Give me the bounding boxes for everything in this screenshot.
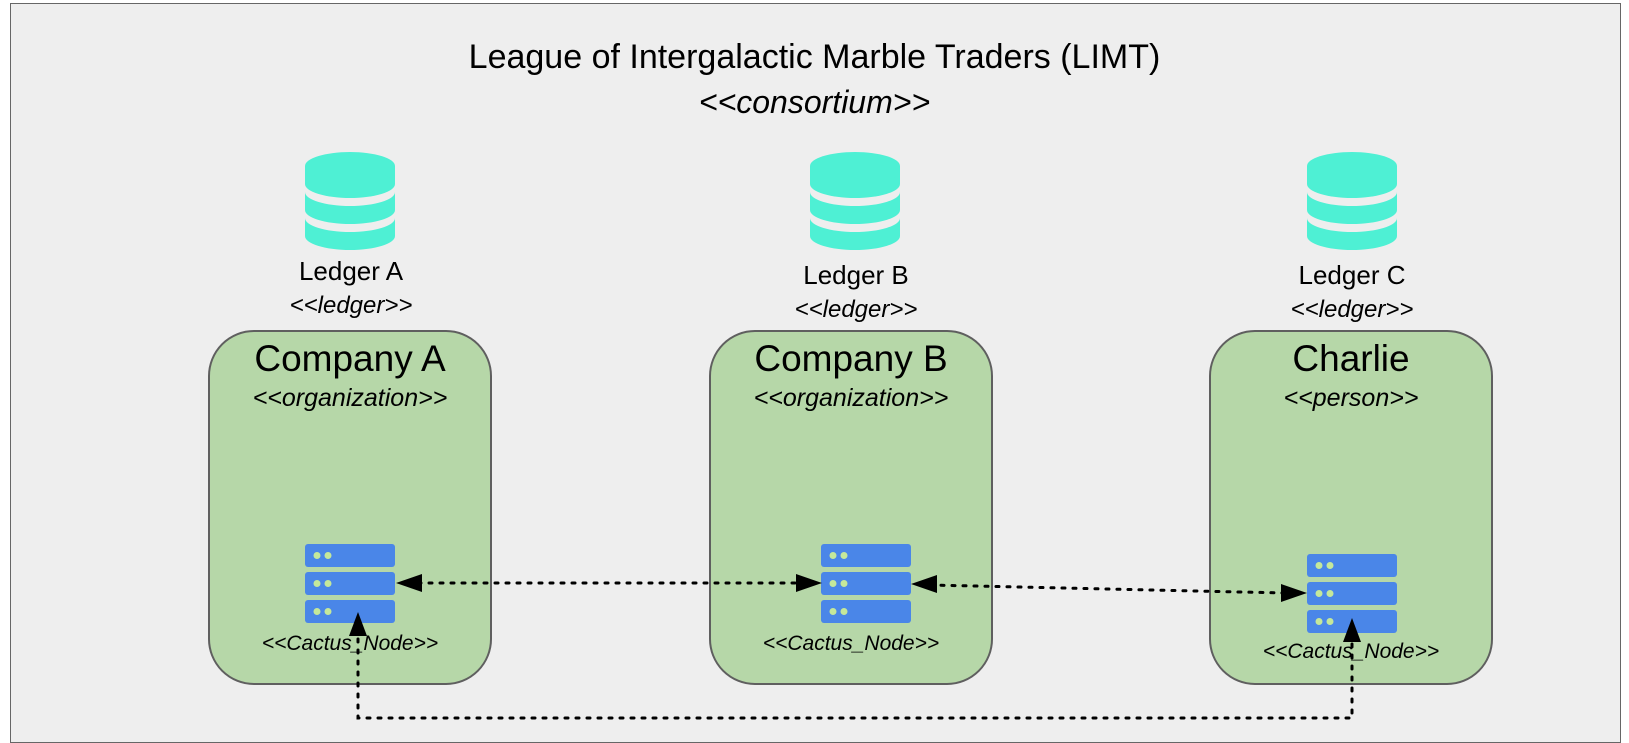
arrowhead-b-from-a <box>796 574 822 592</box>
arrowhead-c-from-b <box>1281 584 1307 602</box>
arrowhead-a-from-b <box>396 574 422 592</box>
member-a-name: Company A <box>254 338 446 379</box>
node-a-server-icon <box>305 544 395 623</box>
ledger-b-stereotype: <<ledger>> <box>794 296 918 323</box>
node-c-label: <<Cactus_Node>> <box>1262 640 1440 663</box>
ledger-a-database-icon <box>305 152 395 250</box>
consortium-title: League of Intergalactic Marble Traders (… <box>468 38 1161 76</box>
ledger-b-database-icon <box>810 152 900 250</box>
node-b-label: <<Cactus_Node>> <box>762 632 940 655</box>
member-b-stereotype: <<organization>> <box>753 384 949 412</box>
node-a-label: <<Cactus_Node>> <box>261 632 439 655</box>
ledger-b-name: Ledger B <box>803 260 909 290</box>
arrowhead-b-from-c <box>911 575 937 593</box>
ledger-c-database-icon <box>1307 152 1397 250</box>
member-b-name: Company B <box>754 338 948 379</box>
member-c-name: Charlie <box>1292 338 1410 379</box>
arrowhead-a-from-c <box>349 612 367 636</box>
member-box-company-b <box>709 330 993 685</box>
ledger-c-name: Ledger C <box>1298 260 1406 290</box>
member-box-company-a <box>208 330 492 685</box>
ledger-c-stereotype: <<ledger>> <box>1290 296 1414 323</box>
connector-a-c <box>356 626 1354 720</box>
connector-b-c <box>928 583 1287 595</box>
consortium-stereotype: <<consortium>> <box>698 84 931 120</box>
ledger-a-name: Ledger A <box>298 256 404 286</box>
member-a-stereotype: <<organization>> <box>252 384 448 412</box>
node-b-server-icon <box>821 544 911 623</box>
ledger-a-stereotype: <<ledger>> <box>289 292 413 319</box>
member-c-stereotype: <<person>> <box>1283 384 1419 412</box>
arrowhead-c-from-a <box>1343 618 1361 642</box>
diagram-graphics <box>305 152 1397 720</box>
